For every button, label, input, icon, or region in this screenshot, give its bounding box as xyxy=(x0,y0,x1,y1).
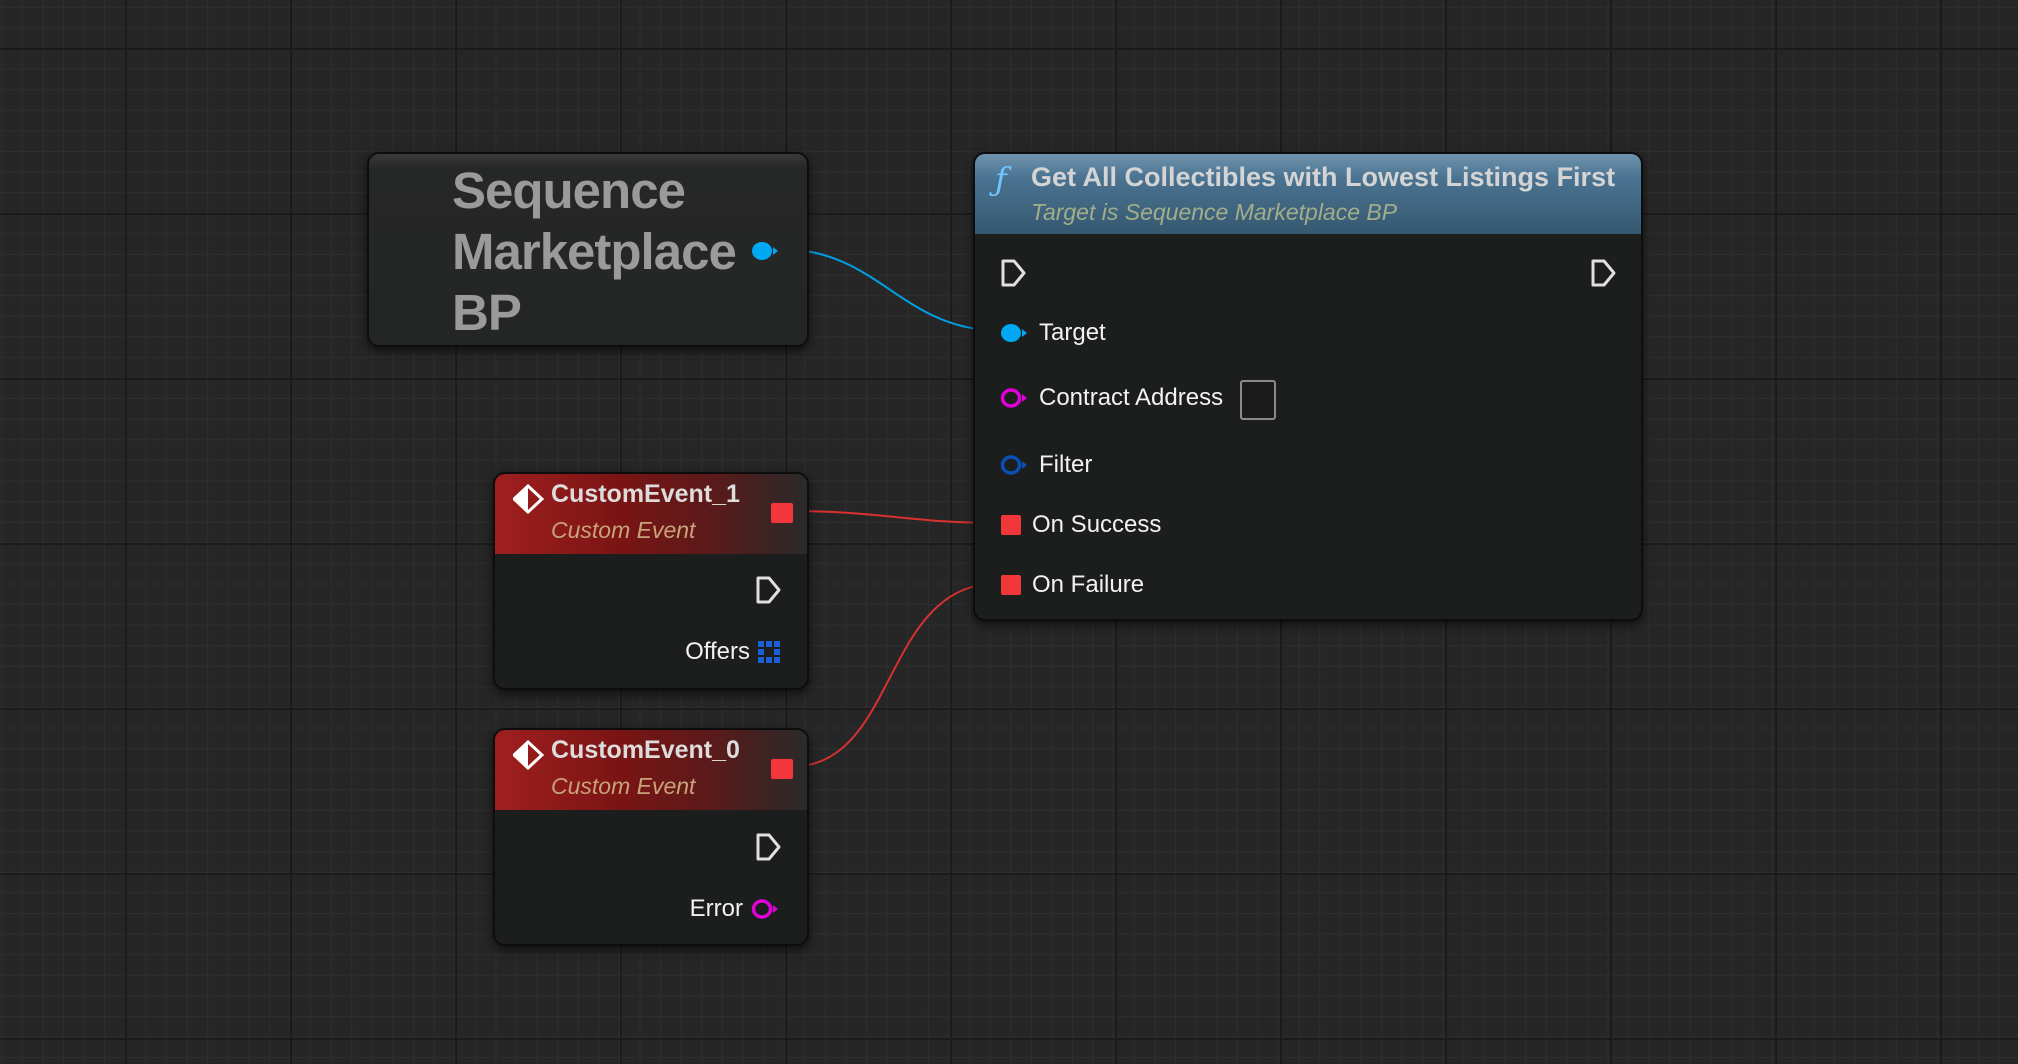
event-title: CustomEvent_1 xyxy=(551,480,740,508)
delegate-output-pin[interactable] xyxy=(771,503,793,523)
contract-address-label: Contract Address xyxy=(1039,384,1224,411)
exec-output-pin[interactable] xyxy=(755,575,783,607)
custom-event-1-node[interactable]: CustomEvent_1 Custom Event Offers xyxy=(493,472,809,690)
get-all-collectibles-function-node[interactable]: ƒ Get All Collectibles with Lowest Listi… xyxy=(973,152,1643,621)
filter-pin-label: Filter xyxy=(1039,451,1093,478)
target-pin[interactable] xyxy=(1000,321,1030,345)
offers-array-pin[interactable] xyxy=(758,641,782,663)
error-string-pin[interactable] xyxy=(751,897,781,921)
contract-address-input[interactable] xyxy=(1240,380,1276,420)
offers-label: Offers xyxy=(685,638,750,665)
exec-output-pin[interactable] xyxy=(755,832,783,864)
exec-input-pin[interactable] xyxy=(1000,258,1028,290)
on-failure-label: On Failure xyxy=(1032,571,1145,598)
on-failure-pin[interactable] xyxy=(1001,575,1021,595)
event-header xyxy=(495,730,807,810)
contract-address-pin[interactable] xyxy=(1000,386,1030,410)
event-subtitle: Custom Event xyxy=(551,773,696,799)
exec-output-pin[interactable] xyxy=(1590,258,1618,290)
filter-pin[interactable] xyxy=(1000,453,1030,477)
custom-event-0-node[interactable]: CustomEvent_0 Custom Event Error xyxy=(493,728,809,946)
event-diamond-icon xyxy=(513,740,545,770)
target-pin-label: Target xyxy=(1039,319,1106,346)
wire-on-failure[interactable] xyxy=(789,582,1001,768)
function-title: Get All Collectibles with Lowest Listing… xyxy=(1031,162,1616,192)
event-title: CustomEvent_0 xyxy=(551,736,740,764)
event-header xyxy=(495,474,807,554)
error-label: Error xyxy=(689,895,743,922)
sequence-marketplace-reference-node[interactable]: Sequence Marketplace BP xyxy=(367,152,809,347)
on-success-label: On Success xyxy=(1032,511,1162,538)
function-node-header xyxy=(975,154,1641,234)
wire-on-success[interactable] xyxy=(789,510,1001,524)
on-success-pin[interactable] xyxy=(1001,515,1021,535)
wire-target[interactable] xyxy=(779,248,1004,332)
function-icon: ƒ xyxy=(995,160,1007,198)
reference-node-title: Sequence Marketplace BP xyxy=(452,162,737,341)
function-subtitle: Target is Sequence Marketplace BP xyxy=(1031,199,1398,225)
delegate-output-pin[interactable] xyxy=(771,759,793,779)
object-output-pin[interactable] xyxy=(751,240,781,264)
event-diamond-icon xyxy=(513,484,545,514)
event-subtitle: Custom Event xyxy=(551,517,696,543)
